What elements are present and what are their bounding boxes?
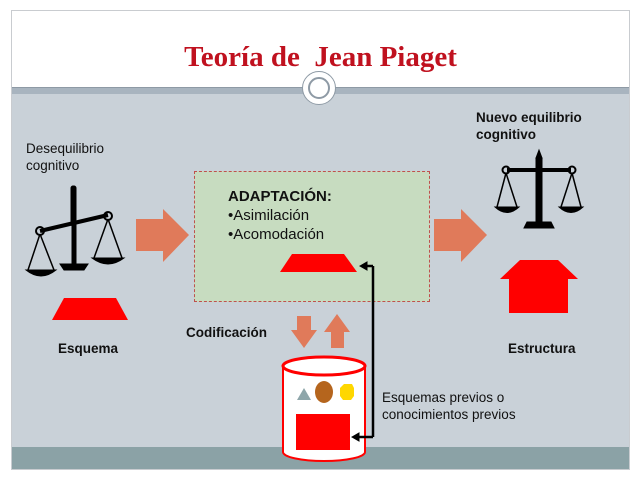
adaptation-heading: ADAPTACIÓN:: [228, 188, 332, 205]
adaptation-trapezoid: [280, 254, 357, 272]
right-arrow-icon: [434, 209, 487, 262]
schema-label: Esquema: [58, 341, 119, 356]
disequilibrium-label: Desequilibrio cognitivo: [26, 140, 104, 174]
slide-frame: [11, 10, 630, 470]
right-arrow-icon: [136, 209, 189, 262]
structure-label: Estructura: [508, 341, 576, 356]
divider-circle-icon: [302, 71, 336, 105]
title-area: Teoría de Jean Piaget: [12, 11, 629, 87]
feedback-connector: [350, 261, 375, 442]
slide-title: Teoría de Jean Piaget: [184, 41, 457, 73]
adaptation-text: ADAPTACIÓN: •Asimilación •Acomodación: [228, 187, 332, 244]
new-equilibrium-line2: cognitivo: [476, 127, 536, 142]
new-equilibrium-line1: Nuevo equilibrio: [476, 110, 582, 125]
schema-trapezoid: [52, 298, 128, 320]
prior-schemas-label: Esquemas previos o conocimientos previos: [382, 389, 516, 423]
adaptation-item-assimilation: •Asimilación: [228, 207, 310, 224]
up-arrow-icon: [324, 314, 350, 348]
prior-schemas-line2: conocimientos previos: [382, 407, 516, 422]
disequilibrium-line2: cognitivo: [26, 158, 80, 173]
new-equilibrium-label: Nuevo equilibrio cognitivo: [476, 109, 582, 143]
disequilibrium-line1: Desequilibrio: [26, 141, 105, 156]
codification-label: Codificación: [186, 325, 268, 340]
unbalanced-scale-icon: [24, 185, 126, 277]
adaptation-box: [194, 171, 430, 302]
house-icon: [500, 260, 578, 313]
adaptation-item-accommodation: •Acomodación: [228, 226, 325, 243]
balanced-scale-icon: [493, 148, 585, 229]
prior-schemas-line1: Esquemas previos o: [382, 390, 505, 405]
cylinder-icon: [281, 355, 367, 462]
down-arrow-icon: [291, 316, 317, 348]
